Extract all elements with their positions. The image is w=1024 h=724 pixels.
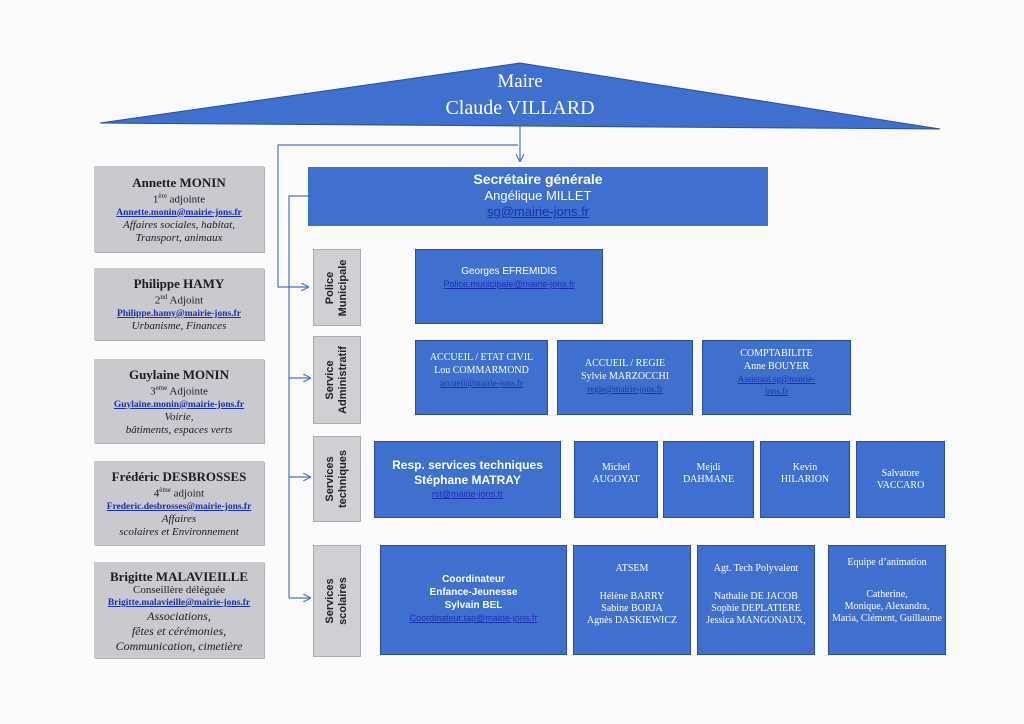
- adjoint-domain: Voirie,: [164, 410, 194, 423]
- adjoint-email-link[interactable]: Annette.monin@mairie-jons.fr: [116, 207, 242, 218]
- tech-resp-name: Stéphane MATRAY: [414, 473, 521, 487]
- coordinator-email-link[interactable]: Coordinateur.tap@mairie-jons.fr: [409, 613, 538, 623]
- agt-title: Agt. Tech Polyvalent: [713, 563, 799, 574]
- adjoint-domain: Transport, animaux: [135, 231, 223, 244]
- adjoint-name: Philippe HAMY: [133, 276, 225, 291]
- secretaire-generale-box: Secrétaire générale Angélique MILLET sg@…: [308, 167, 768, 226]
- adjoint-card-5: Brigitte MALAVIEILLE Conseillère délégué…: [94, 562, 264, 658]
- admin-box-comptabilite: COMPTABILITE Anne BOUYER Assistant.sg@ma…: [702, 340, 851, 415]
- adjoint-domain: Communication, cimetière: [115, 639, 243, 653]
- tech-agent-last: HILARION: [780, 474, 830, 485]
- police-box: Georges EFREMIDIS Police.municipale@mair…: [415, 249, 603, 324]
- admin-name: Anne BOUYER: [743, 361, 810, 372]
- tech-agent-first: Salvatore: [881, 468, 920, 479]
- atsem-member: Hélène BARRY: [599, 591, 665, 602]
- atsem-title: ATSEM: [615, 563, 649, 574]
- tech-agent-box: Mejdi DAHMANE: [663, 441, 754, 518]
- scolaire-agt-box: Agt. Tech Polyvalent Nathalie DE JACOB S…: [697, 545, 815, 655]
- adjoint-domain: scolaires et Environnement: [119, 525, 239, 538]
- service-label-techniques: Services techniques: [313, 436, 361, 522]
- admin-email-link[interactable]: Assistant.sg@mairie-: [737, 374, 816, 384]
- adjoint-domain: Urbanisme, Finances: [131, 319, 227, 332]
- tech-agent-first: Michel: [601, 462, 631, 473]
- adjoint-card-4: Frédéric DESBROSSES 4ème adjoint Frederi…: [94, 461, 264, 545]
- maire-to-police-connector: [277, 144, 518, 287]
- adjoint-name: Frédéric DESBROSSES: [111, 469, 247, 484]
- adjoint-domain: fêtes et cérémonies,: [131, 624, 227, 638]
- police-name: Georges EFREMIDIS: [461, 266, 557, 277]
- maire-name: Claude VILLARD: [445, 97, 595, 119]
- agt-member: Nathalie DE JACOB: [714, 591, 798, 602]
- animation-member: Monique, Alexandra,: [844, 601, 930, 612]
- adjoint-card-3: Guylaine MONIN 3eme Adjointe Guylaine.mo…: [94, 359, 264, 443]
- admin-box-accueil-etat-civil: ACCUEIL / ETAT CIVIL Lou COMMARMOND accu…: [415, 340, 548, 415]
- adjoint-name: Guylaine MONIN: [128, 367, 230, 382]
- animation-member: Maria, Clément, Guillaume: [832, 613, 942, 624]
- agt-member: Sophie DEPLATIERE: [711, 603, 801, 614]
- tech-agent-last: AUGOYAT: [592, 474, 640, 485]
- adjoint-role: Conseillère déléguée: [133, 584, 225, 596]
- adjoint-role: 2nd Adjoint: [154, 293, 204, 307]
- animation-title: Equipe d’animation: [847, 557, 927, 568]
- adjoint-domain: Affaires: [161, 512, 197, 525]
- scolaire-coordinator-box: Coordinateur Enfance-Jeunesse Sylvain BE…: [380, 545, 567, 655]
- adjoint-name: Brigitte MALAVIEILLE: [109, 569, 249, 584]
- adjoint-role: 1ère adjointe: [152, 192, 206, 206]
- admin-name: Sylvie MARZOCCHI: [580, 371, 670, 382]
- adjoint-email-link[interactable]: Philippe.hamy@mairie-jons.fr: [117, 308, 241, 319]
- scolaire-animation-box: Equipe d’animation Catherine, Monique, A…: [828, 545, 946, 655]
- adjoint-email-link[interactable]: Guylaine.monin@mairie-jons.fr: [113, 399, 245, 410]
- adjoint-name: Annette MONIN: [132, 175, 226, 190]
- animation-member: Catherine,: [866, 589, 908, 600]
- agt-member: Jessica MANGONAUX,: [706, 615, 806, 626]
- scolaire-atsem-box: ATSEM Hélène BARRY Sabine BORJA Agnès DA…: [573, 545, 691, 655]
- tech-agent-box: Salvatore VACCARO: [856, 441, 945, 518]
- admin-name: Lou COMMARMOND: [434, 365, 529, 376]
- adjoint-card-1: Annette MONIN 1ère adjointe Annette.moni…: [94, 166, 264, 252]
- adjoint-email-link[interactable]: Brigitte.malavieille@mairie-jons.fr: [107, 598, 251, 608]
- tech-agent-first: Kevin: [792, 462, 818, 473]
- service-label-administratif: Service Administratif: [313, 336, 361, 424]
- atsem-member: Agnès DASKIEWICZ: [586, 615, 678, 626]
- admin-email-link[interactable]: regie@mairie-jons.fr: [587, 384, 663, 394]
- maire-title: Maire: [497, 71, 543, 92]
- tech-resp-box: Resp. services techniques Stéphane MATRA…: [374, 441, 561, 518]
- adjoint-email-link[interactable]: Frederic.desbrosses@mairie-jons.fr: [106, 501, 252, 512]
- tech-agent-first: Mejdi: [696, 462, 721, 473]
- adjoint-role: 4ème adjoint: [153, 486, 205, 500]
- tech-agent-box: Kevin HILARION: [760, 441, 850, 518]
- coordinator-title: Coordinateur: [442, 574, 505, 585]
- admin-title: ACCUEIL / REGIE: [584, 358, 666, 369]
- sg-trunk-connector: [288, 195, 308, 598]
- police-email-link[interactable]: Police.municipale@mairie-jons.fr: [443, 279, 575, 289]
- admin-title: ACCUEIL / ETAT CIVIL: [429, 352, 534, 363]
- admin-email-link-cont[interactable]: jons.fr: [764, 386, 789, 396]
- coordinator-subtitle: Enfance-Jeunesse: [429, 587, 518, 598]
- admin-email-link[interactable]: accueil@mairie-jons.fr: [440, 378, 523, 388]
- tech-agent-last: DAHMANE: [682, 474, 735, 485]
- adjoint-role: 3eme Adjointe: [150, 384, 208, 398]
- adjoint-card-2: Philippe HAMY 2nd Adjoint Philippe.hamy@…: [94, 268, 264, 340]
- tech-resp-email-link[interactable]: rst@mairie-jons.fr: [431, 489, 504, 499]
- sg-title: Secrétaire générale: [473, 171, 603, 187]
- atsem-member: Sabine BORJA: [601, 603, 663, 614]
- adjoint-domain: Associations,: [147, 609, 211, 623]
- admin-title: COMPTABILITE: [740, 348, 813, 359]
- service-label-scolaires: Services scolaires: [313, 545, 361, 657]
- maire-roof-shape: [99, 62, 941, 130]
- tech-agent-last: VACCARO: [876, 480, 925, 491]
- admin-box-accueil-regie: ACCUEIL / REGIE Sylvie MARZOCCHI regie@m…: [557, 340, 693, 415]
- service-label-police: Police Municipale: [313, 249, 361, 326]
- tech-agent-box: Michel AUGOYAT: [574, 441, 658, 518]
- coordinator-name: Sylvain BEL: [444, 600, 503, 611]
- adjoint-domain: bâtiments, espaces verts: [125, 423, 233, 436]
- tech-resp-title: Resp. services techniques: [392, 458, 543, 472]
- sg-name: Angélique MILLET: [484, 188, 592, 203]
- sg-email-link[interactable]: sg@mairie-jons.fr: [486, 204, 590, 219]
- adjoint-domain: Affaires sociales, habitat,: [122, 218, 236, 231]
